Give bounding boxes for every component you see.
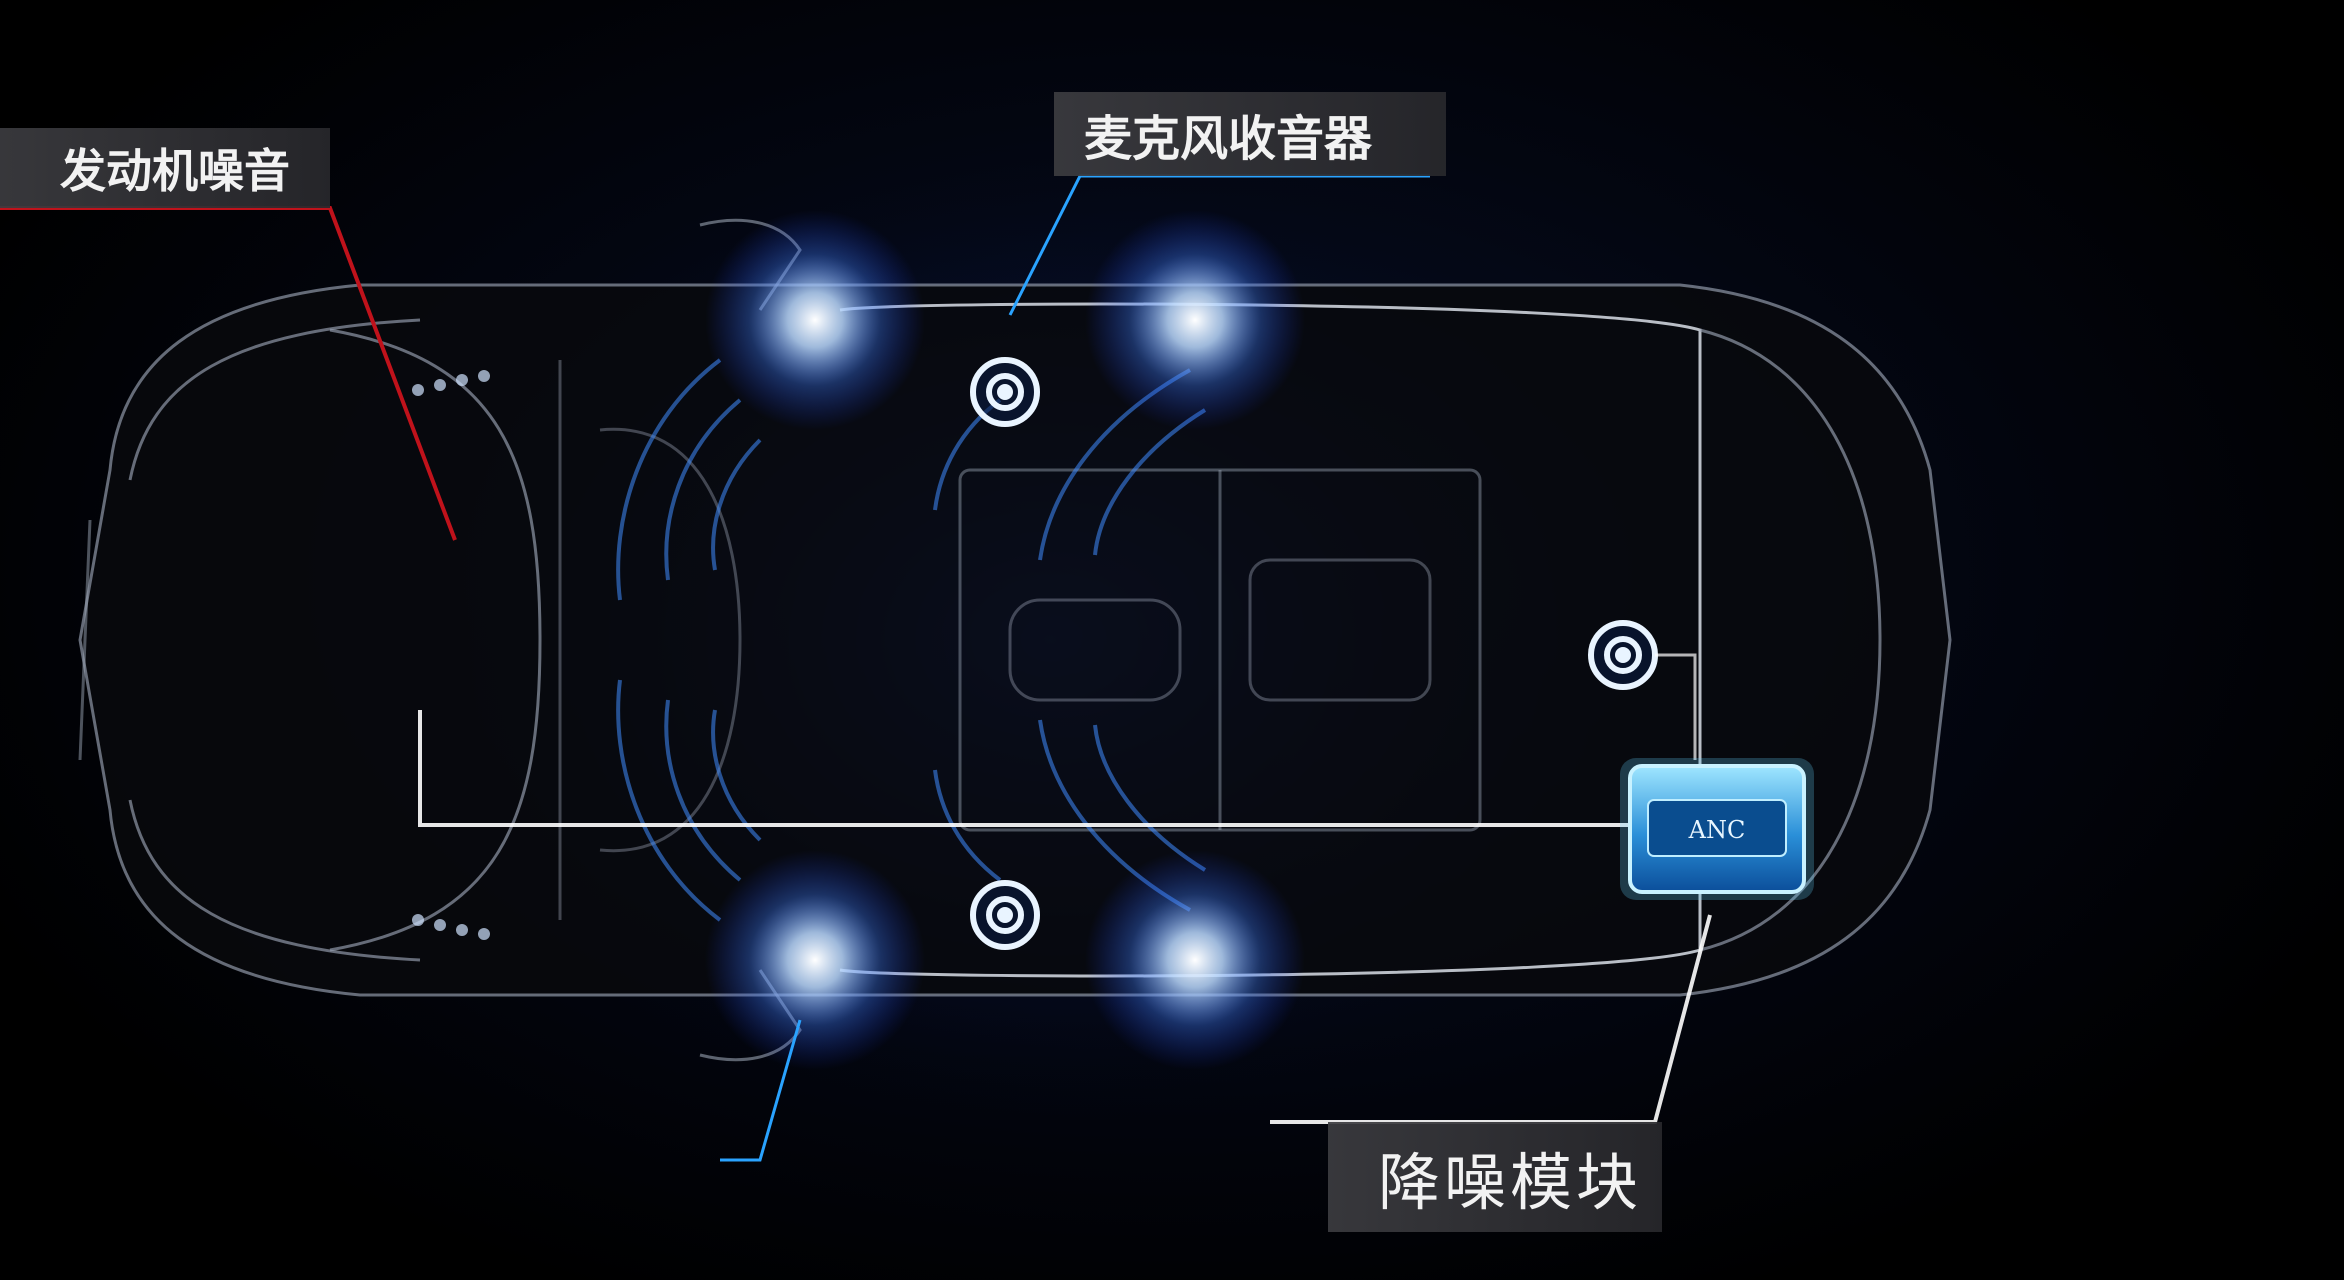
speaker-front-right [705,850,925,1070]
speaker-rear-right [1085,850,1305,1070]
engine-noise-label: 发动机噪音 [0,128,330,208]
anc-module-label: ANC [1688,816,1746,844]
microphone-icon [970,880,1040,950]
anc-module-title: 降噪模块 [1328,1122,1662,1232]
car-body [78,218,1952,1062]
speaker-glows [705,210,1305,1070]
headlights [412,370,490,940]
mic-leader-line-lower [720,1019,802,1162]
mic-leader-line [1008,174,1430,316]
anc-module: ANC [1620,758,1814,900]
speaker-rear-left [1085,210,1305,430]
microphone-icon [970,357,1040,427]
module-leader-line-b [1655,653,1697,760]
speaker-front-left [705,210,925,430]
engine-leader-line [0,206,457,541]
microphone-icon [1588,620,1658,690]
microphone-label: 麦克风收音器 [1054,92,1446,176]
